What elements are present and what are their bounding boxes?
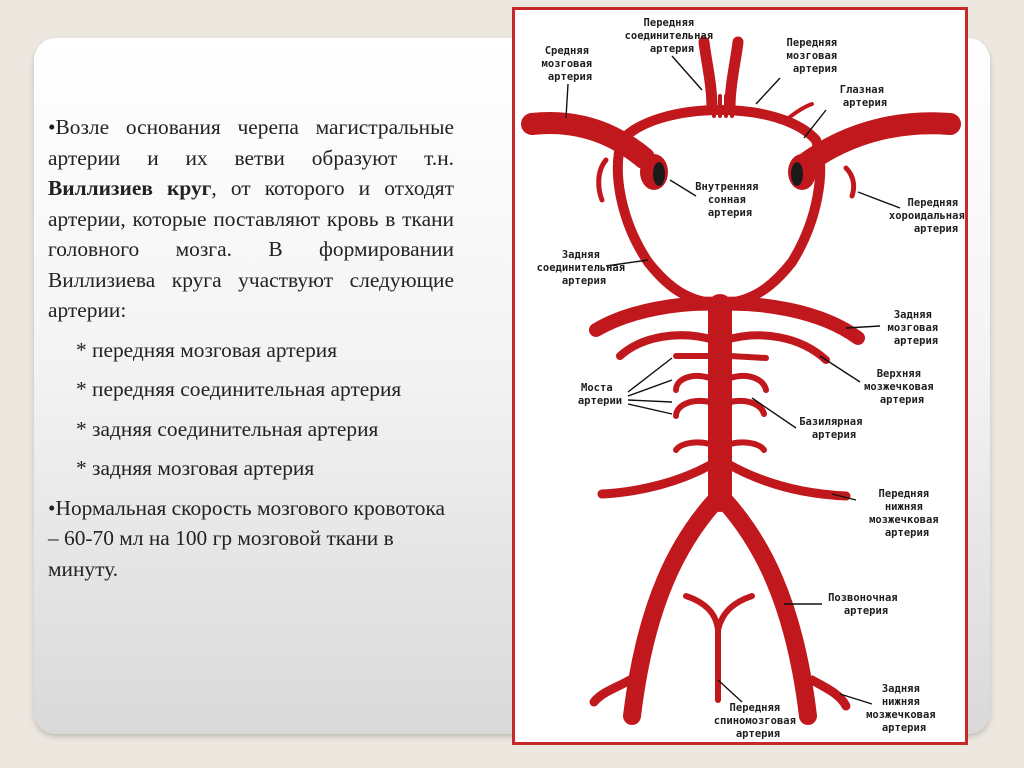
superior-cerebellar-left <box>616 331 718 360</box>
middle-cerebral-left <box>521 112 655 169</box>
leader-line <box>627 403 673 415</box>
leader-line <box>819 355 861 383</box>
pontine-artery <box>673 439 713 453</box>
posterior-cerebral-left <box>589 296 727 337</box>
label-anterior-cerebral: Передняя мозговая артерия <box>787 37 844 75</box>
label-anterior-communicating: Передняя соединительная артерия <box>625 17 720 55</box>
label-superior-cerebellar: Верхняя мозжечковая артерия <box>864 368 940 406</box>
list-item-text: * задняя мозговая артерия <box>76 456 315 480</box>
label-internal-carotid: Внутренняя сонная артерия <box>695 181 765 219</box>
posterior-cerebral-right <box>713 296 865 345</box>
slide-text: •Возле основания черепа магистральные ар… <box>48 112 454 593</box>
list-item: * задняя соединительная артерия <box>48 414 454 445</box>
leader-line <box>857 191 901 209</box>
intro-paragraph: •Возле основания черепа магистральные ар… <box>48 112 454 326</box>
leader-line <box>755 77 781 105</box>
anterior-choroidal-left <box>596 157 609 203</box>
pontine-artery <box>673 398 713 419</box>
label-basilar: Базилярная артерия <box>799 416 869 441</box>
list-item: * задняя мозговая артерия <box>48 453 454 484</box>
vertebral-left <box>623 491 725 725</box>
leader-line <box>627 379 673 397</box>
anterior-inferior-cerebellar-right <box>723 459 851 501</box>
intro-text: Возле основания черепа магистральные арт… <box>48 115 454 170</box>
anterior-cerebral-left <box>698 36 718 114</box>
superior-cerebellar-right <box>722 331 830 364</box>
label-posterior-communicating: Задняя соединительная артерия <box>537 249 632 287</box>
ophthalmic-right <box>784 102 814 122</box>
label-vertebral: Позвоночная артерия <box>828 592 904 617</box>
list-item: * передняя мозговая артерия <box>48 335 454 366</box>
label-anterior-spinal: Передняя спиномозговая артерия <box>714 702 803 740</box>
anterior-choroidal-right <box>843 165 857 199</box>
list-item-text: * передняя мозговая артерия <box>76 337 338 362</box>
leader-line <box>565 83 569 119</box>
leader-line <box>803 109 827 139</box>
pontine-artery <box>727 372 769 393</box>
bullet-marker: • <box>48 115 56 139</box>
bullet-marker: • <box>48 495 56 520</box>
label-posterior-cerebral: Задняя мозговая артерия <box>888 309 945 347</box>
label-anterior-choroidal: Передняя хороидальная артерия <box>889 197 971 235</box>
pontine-artery <box>727 398 767 417</box>
pontine-artery <box>727 439 767 453</box>
leader-line <box>717 679 743 703</box>
leader-line <box>669 179 697 197</box>
list-item-text: * передняя соединительная артерия <box>76 377 402 401</box>
leader-line <box>845 325 881 329</box>
label-pontine: Моста артерии <box>578 382 622 407</box>
internal-carotid-right-lumen <box>791 162 803 186</box>
label-anterior-inferior-cerebellar: Передняя нижняя мозжечковая артерия <box>869 488 945 539</box>
label-ophthalmic: Глазная артерия <box>840 84 891 109</box>
anterior-spinal-artery <box>683 593 755 703</box>
leader-line <box>839 693 873 705</box>
leader-line <box>605 259 649 267</box>
posterior-inferior-cerebellar-left <box>589 675 635 707</box>
leader-line <box>751 397 797 429</box>
blood-flow-paragraph: •Нормальная скорость мозгового кровотока… <box>48 493 454 585</box>
leader-line <box>831 493 857 501</box>
leader-line <box>671 55 703 91</box>
intro-text-continued: , от которого и отходят артерии, которые… <box>48 176 454 322</box>
pontine-artery <box>727 353 769 361</box>
anterior-inferior-cerebellar-left <box>597 459 717 499</box>
leader-line <box>627 399 673 403</box>
blood-flow-text: Нормальная скорость мозгового кровотока … <box>48 495 446 581</box>
willis-circle-term: Виллизиев круг <box>48 176 212 200</box>
vertebral-right <box>715 491 817 725</box>
pontine-artery <box>673 372 713 393</box>
leader-line <box>627 357 673 393</box>
internal-carotid-left-lumen <box>653 162 665 186</box>
middle-cerebral-right <box>797 112 961 173</box>
list-item-text: * задняя соединительная артерия <box>76 416 379 441</box>
posterior-inferior-cerebellar-right <box>807 675 851 711</box>
label-middle-cerebral: Средняя мозговая артерия <box>542 45 599 83</box>
label-posterior-inferior-cerebellar: Задняя нижняя мозжечковая артерия <box>866 683 942 734</box>
anterior-communicating <box>712 94 734 118</box>
list-item: * передняя соединительная артерия <box>48 374 454 405</box>
